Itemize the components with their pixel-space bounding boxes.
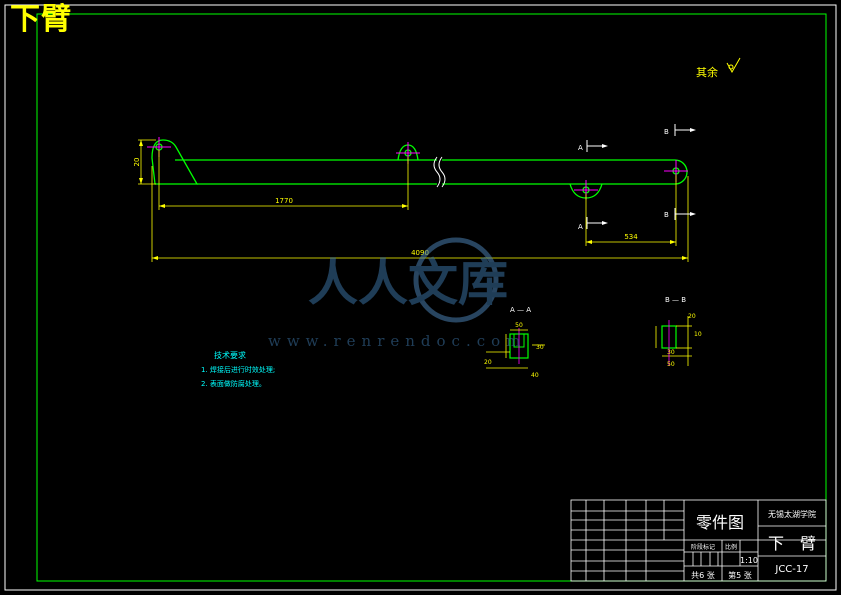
centerlines	[147, 137, 688, 200]
lower-arm-body	[151, 139, 688, 199]
title-block-scale: 1:10	[740, 556, 758, 565]
title-block-sheet-no: 第5 张	[728, 570, 752, 580]
dim-total: 4090	[411, 249, 429, 257]
section-marks	[586, 124, 692, 229]
section-bb-title: B — B	[665, 296, 686, 304]
roughness-note: 其余	[696, 65, 718, 79]
tech-req-item-2: 2. 表面做防腐处理。	[201, 379, 266, 388]
section-bb-dim-2: 10	[694, 331, 702, 338]
title-block-part-name: 下 臂	[768, 534, 816, 553]
watermark-url: www.renrendoc.com	[268, 332, 526, 350]
dim-height: 20	[133, 158, 141, 167]
section-a-top: A	[578, 144, 583, 152]
dim-1770: 1770	[275, 197, 293, 205]
dimension-lines	[138, 139, 689, 262]
title-block-stage-label: 阶段标记	[691, 543, 715, 551]
title-block-scale-label: 比例	[725, 543, 737, 551]
section-mark-arrows	[602, 128, 696, 225]
title-block-school: 无锡太湖学院	[768, 509, 816, 519]
section-aa-dim-2: 30	[536, 344, 544, 351]
section-bb-dim-1: 20	[688, 313, 696, 320]
break-line	[433, 156, 446, 188]
sheet-inner-frame	[36, 13, 827, 582]
section-a-bottom: A	[578, 223, 583, 231]
title-block-drawing-no: JCC-17	[774, 564, 808, 575]
section-aa-dim-3: 20	[484, 359, 492, 366]
title-block-drawing-type: 零件图	[696, 513, 744, 532]
watermark: 人人文库 www.renrendoc.com	[268, 237, 526, 350]
section-bb-view	[655, 316, 692, 366]
watermark-text: 人人文库	[308, 254, 508, 312]
dim-534: 534	[624, 233, 638, 241]
sheet-outer-border	[4, 4, 837, 591]
section-aa-dim-1: 50	[515, 322, 523, 329]
dimension-arrows	[139, 140, 688, 260]
sheet-title: 下臂	[10, 2, 72, 37]
section-aa-view	[486, 328, 545, 369]
tech-req-title: 技术要求	[214, 350, 246, 360]
section-bb-dim-3: 30	[667, 349, 675, 356]
section-bb-dim-4: 50	[667, 361, 675, 368]
section-b-top: B	[664, 128, 669, 136]
title-block	[570, 499, 827, 582]
title-block-sheets-total: 共6 张	[691, 571, 715, 580]
roughness-symbol-icon	[726, 57, 741, 74]
tech-req-item-1: 1. 焊接后进行时效处理;	[201, 365, 275, 374]
section-aa-dim-4: 40	[531, 372, 539, 379]
section-b-bottom: B	[664, 211, 669, 219]
section-aa-title: A — A	[510, 306, 531, 314]
